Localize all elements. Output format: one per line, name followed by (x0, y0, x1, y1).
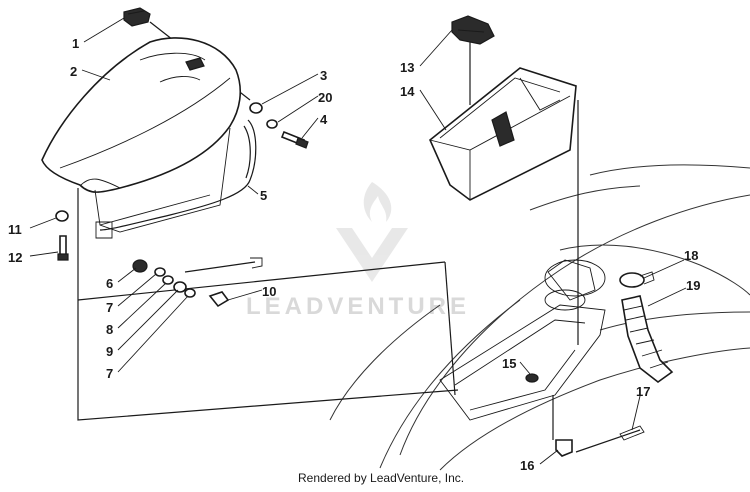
part-15-fastener (525, 373, 539, 383)
part-19-hose (621, 295, 674, 383)
callout-leaders (29, 17, 687, 465)
callout-8: 8 (106, 322, 113, 337)
part-1-latch (123, 7, 151, 27)
callout-9: 9 (106, 344, 113, 359)
watermark-text: LEADVENTURE (246, 293, 470, 320)
part-12-bolt (57, 235, 69, 261)
leader-lines (77, 21, 579, 440)
callout-6: 6 (106, 276, 113, 291)
callout-2: 2 (70, 64, 77, 79)
part-13-latch (451, 15, 495, 45)
callout-15: 15 (502, 356, 516, 371)
part-4-bolt (280, 130, 309, 149)
footer-credit: Rendered by LeadVenture, Inc. (298, 471, 464, 485)
part-9-spacer (173, 281, 187, 293)
part-5-strap (95, 119, 257, 239)
callout-19: 19 (686, 278, 700, 293)
part-16-bracket (555, 439, 573, 457)
callout-18: 18 (684, 248, 698, 263)
callout-1: 1 (72, 36, 79, 51)
callout-14: 14 (400, 84, 415, 99)
cable-rod (184, 257, 263, 273)
part-11-nut (55, 210, 69, 222)
part-7-washer-a (154, 267, 166, 277)
part-18-clamp (619, 271, 655, 288)
callout-12: 12 (8, 250, 22, 265)
callout-5: 5 (260, 188, 267, 203)
part-20-washer (266, 119, 278, 129)
part-14-storage-bin (429, 67, 577, 201)
snowmobile-body-outline (329, 164, 750, 471)
part-7-washer-b (184, 288, 196, 298)
callout-13: 13 (400, 60, 414, 75)
callout-17: 17 (636, 384, 650, 399)
part-2-seat (41, 37, 242, 233)
callout-3: 3 (320, 68, 327, 83)
callout-11: 11 (8, 222, 22, 237)
callout-20: 20 (318, 90, 332, 105)
part-6-bolt (132, 259, 148, 273)
callouts: 1 2 3 20 4 5 6 7 8 9 7 10 11 12 13 14 15… (8, 36, 700, 473)
part-10-fastener (208, 291, 230, 308)
callout-10: 10 (262, 284, 276, 299)
part-3-washer (249, 102, 263, 114)
part-17-cable (575, 425, 645, 453)
callout-4: 4 (320, 112, 328, 127)
watermark-logo (336, 182, 408, 282)
callout-7-b: 7 (106, 366, 113, 381)
callout-7-a: 7 (106, 300, 113, 315)
part-8-washer (162, 275, 174, 285)
callout-16: 16 (520, 458, 534, 473)
